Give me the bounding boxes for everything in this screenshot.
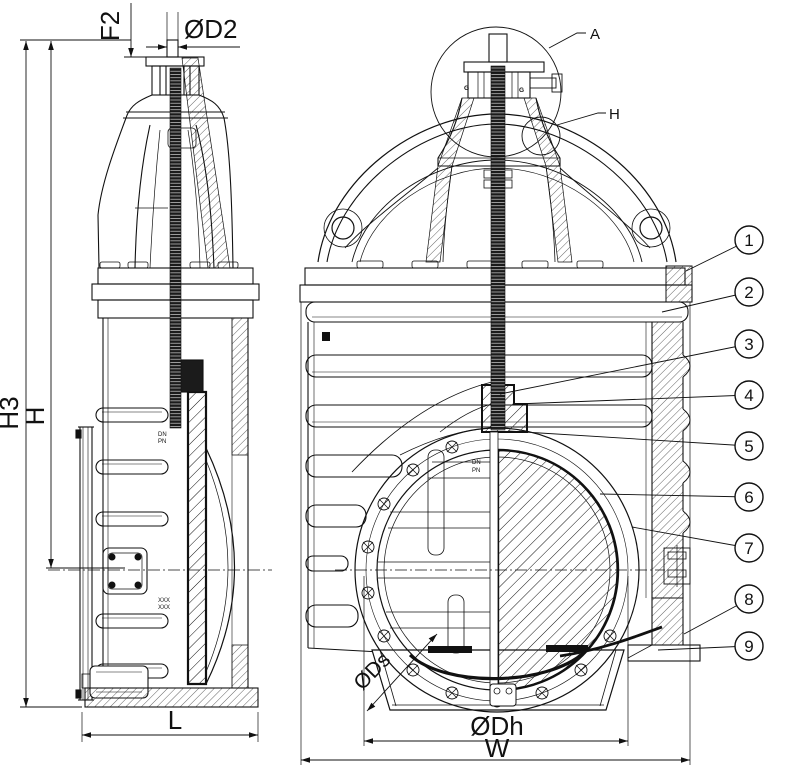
dim-label-f2: F2 (95, 11, 125, 41)
right-bonnet-bell (425, 97, 573, 263)
left-stem-post (166, 39, 179, 58)
balloon-5-number: 5 (744, 437, 753, 456)
dim-label-l: L (168, 705, 182, 735)
balloon-8-number: 8 (744, 590, 753, 609)
left-body-base (84, 687, 259, 708)
detail-h-circle (521, 116, 561, 156)
left-bonnet-outline (97, 117, 127, 269)
dim-label-h: H (20, 407, 50, 426)
balloon-2: 2 (734, 277, 764, 307)
balloon-3-number: 3 (744, 335, 753, 354)
dimensions (20, 3, 691, 765)
balloon-1: 1 (734, 225, 764, 255)
detail-h-leader (556, 112, 606, 126)
right-foot-section (651, 597, 684, 646)
right-body-wall-section (627, 322, 701, 662)
disc-bottom-guide (489, 683, 517, 707)
cavity-guides (378, 449, 490, 654)
dim-label-h3: H3 (0, 396, 24, 429)
right-cast-mark-pn: PN (472, 468, 480, 474)
balloon-9-number: 9 (744, 637, 753, 656)
right-view-front-section: G G DN PN (299, 26, 701, 713)
balloon-6-number: 6 (744, 488, 753, 507)
dim-label-d2: ØD2 (184, 14, 237, 44)
seat-seal-line (408, 650, 587, 681)
detail-label-a: A (590, 26, 600, 43)
dim-label-w: W (485, 733, 510, 763)
balloon-6: 6 (734, 482, 764, 512)
flange-end-section (665, 265, 693, 303)
left-disc-arc (205, 447, 236, 685)
grease-mark-left: G (464, 85, 469, 92)
left-cast-mark-x2: XXX (158, 605, 170, 611)
detail-label-h: H (609, 106, 620, 123)
part-balloons: 1 2 3 4 5 6 7 8 9 (499, 225, 764, 661)
balloon-7: 7 (734, 533, 764, 563)
balloon-4-number: 4 (744, 386, 753, 405)
yoke-ear-hole-left (331, 216, 355, 240)
left-cast-mark-dn: DN (158, 432, 167, 438)
left-gate-section (186, 390, 208, 686)
balloon-9: 9 (734, 631, 764, 661)
left-body-ribs (95, 407, 169, 679)
balloon-2-number: 2 (744, 283, 753, 302)
balloon-7-number: 7 (744, 539, 753, 558)
dim-label-dh: ØDh (470, 711, 523, 741)
left-cast-mark-x1: XXX (158, 598, 170, 604)
balloon-3: 3 (734, 329, 764, 359)
balloon-1-number: 1 (744, 231, 753, 250)
grease-mark-right: G (519, 87, 524, 94)
balloon-5: 5 (734, 431, 764, 461)
left-inspection-plate (102, 547, 148, 595)
right-stem-cap: G G (463, 33, 563, 99)
balloon-4: 4 (734, 380, 764, 410)
balloon-8: 8 (734, 584, 764, 614)
left-bonnet-section-hatch (181, 57, 231, 269)
detail-a-circle (430, 26, 562, 158)
detail-a-leader (548, 32, 586, 49)
right-cast-mark-dn: DN (472, 460, 481, 466)
yoke-ear-hole-right (639, 216, 663, 240)
right-threaded-stem (490, 65, 506, 431)
left-pipe-flange (75, 426, 94, 701)
left-cast-mark-pn: PN (158, 439, 166, 445)
left-threaded-stem (169, 67, 182, 429)
left-view-side-section: DN PN XXX XXX (48, 39, 272, 708)
